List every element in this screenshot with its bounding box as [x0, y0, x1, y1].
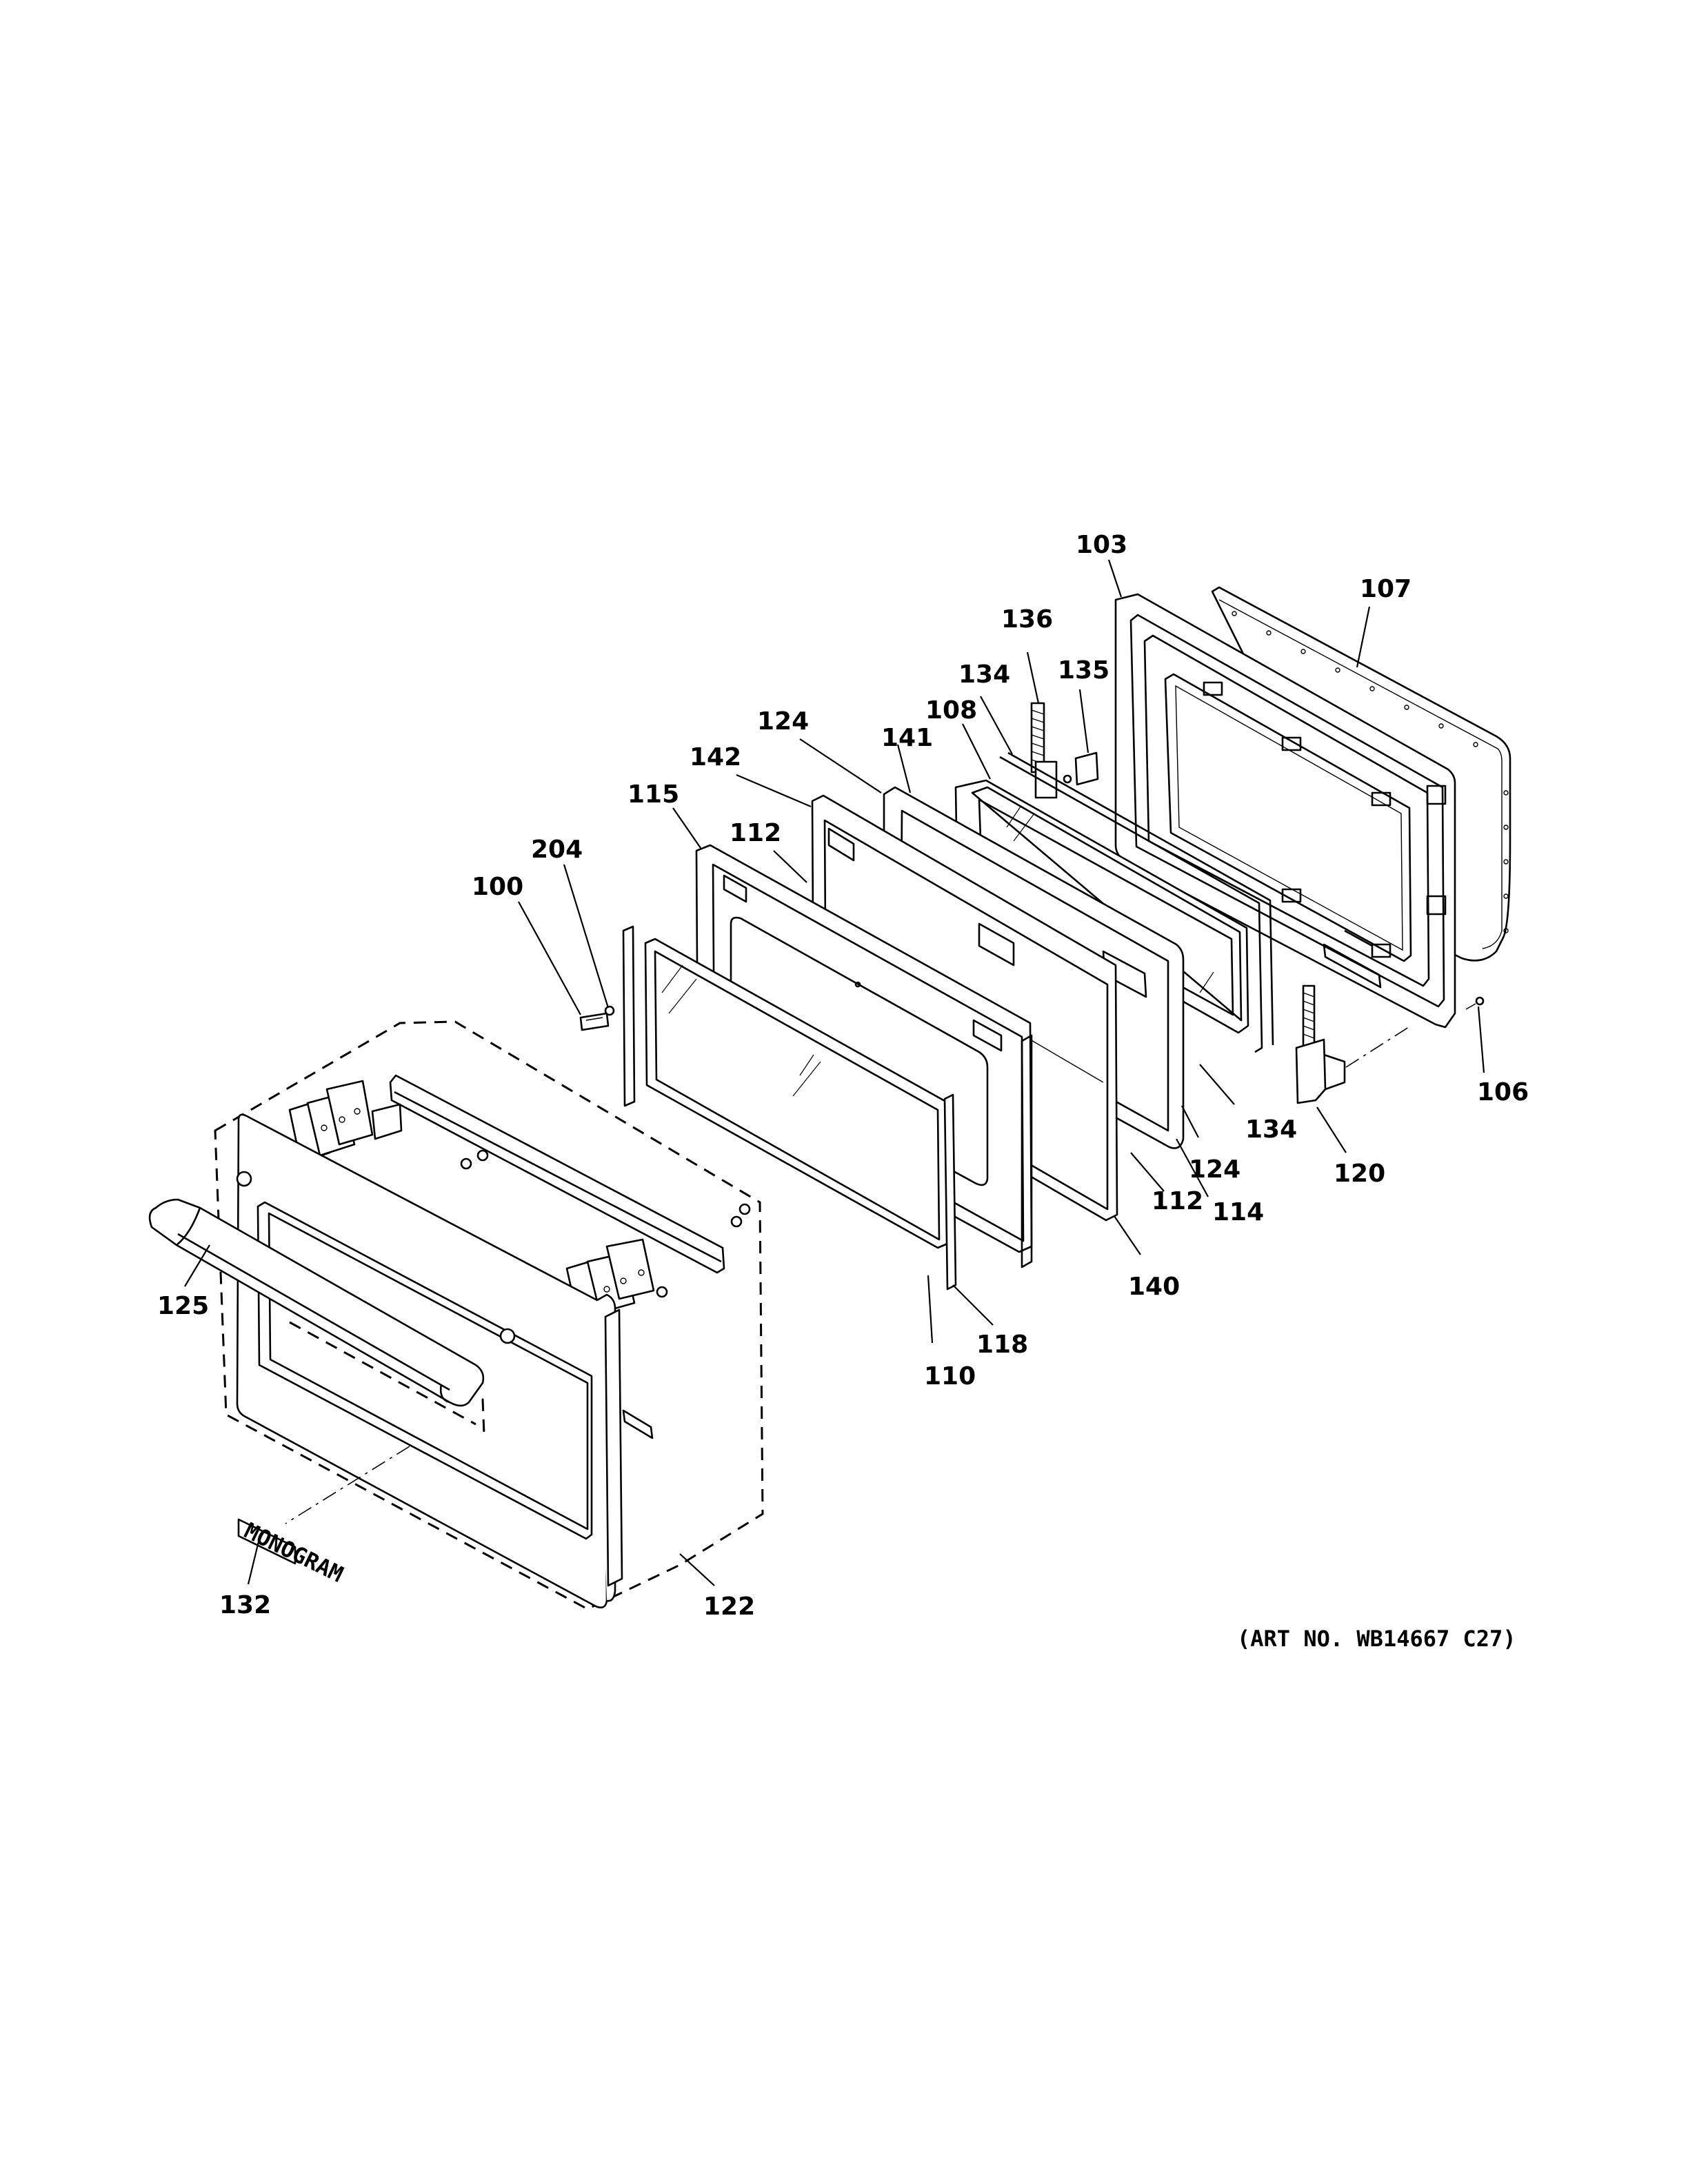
callout-142: 142 — [690, 743, 741, 771]
callout-134-bottom: 134 — [1245, 1115, 1297, 1144]
part-204-screw — [604, 1005, 615, 1016]
part-136-hinge-spring-top — [1030, 702, 1058, 799]
part-132-nameplate: MONOGRAM — [237, 1517, 348, 1588]
callout-141: 141 — [881, 724, 933, 752]
callout-204: 204 — [531, 836, 583, 864]
callout-124-top: 124 — [757, 707, 809, 736]
part-100-clip — [579, 1012, 610, 1031]
callout-labels: 103 107 136 134 135 108 124 141 142 115 … — [157, 531, 1529, 1621]
callout-115: 115 — [627, 780, 679, 809]
art-number: (ART NO. WB14667 C27) — [1237, 1626, 1516, 1652]
callout-134-top: 134 — [958, 660, 1010, 689]
callout-112-top: 112 — [730, 819, 781, 847]
part-106-screw — [1465, 996, 1485, 1010]
part-125-door-handle — [148, 1198, 485, 1407]
callout-125: 125 — [157, 1292, 209, 1320]
callout-136: 136 — [1001, 605, 1053, 634]
callout-118: 118 — [976, 1331, 1028, 1359]
callout-122: 122 — [703, 1593, 755, 1621]
callout-124-bottom: 124 — [1189, 1155, 1240, 1184]
callout-106: 106 — [1477, 1078, 1529, 1106]
callout-114: 114 — [1212, 1198, 1264, 1226]
part-112-glass-edge — [1021, 1034, 1033, 1268]
callout-132: 132 — [219, 1591, 271, 1619]
callout-100: 100 — [472, 873, 523, 901]
callout-110: 110 — [924, 1362, 976, 1391]
callout-103: 103 — [1076, 531, 1127, 559]
callout-108: 108 — [925, 696, 977, 725]
callout-112-bottom: 112 — [1152, 1187, 1203, 1215]
leader-lines — [184, 559, 1485, 1586]
callout-135: 135 — [1058, 656, 1109, 685]
callout-120: 120 — [1334, 1160, 1385, 1188]
part-107-gasket — [1211, 586, 1511, 962]
part-120-hinge-lower — [1295, 984, 1411, 1104]
callout-140: 140 — [1128, 1273, 1180, 1301]
callout-107: 107 — [1360, 575, 1411, 603]
part-135-hinge-bracket — [1063, 751, 1099, 786]
part-115-glass-side-strip — [622, 925, 636, 1107]
part-134-glass-clip-strip — [999, 751, 1274, 1053]
part-118-glass-side-strip — [943, 1093, 957, 1291]
